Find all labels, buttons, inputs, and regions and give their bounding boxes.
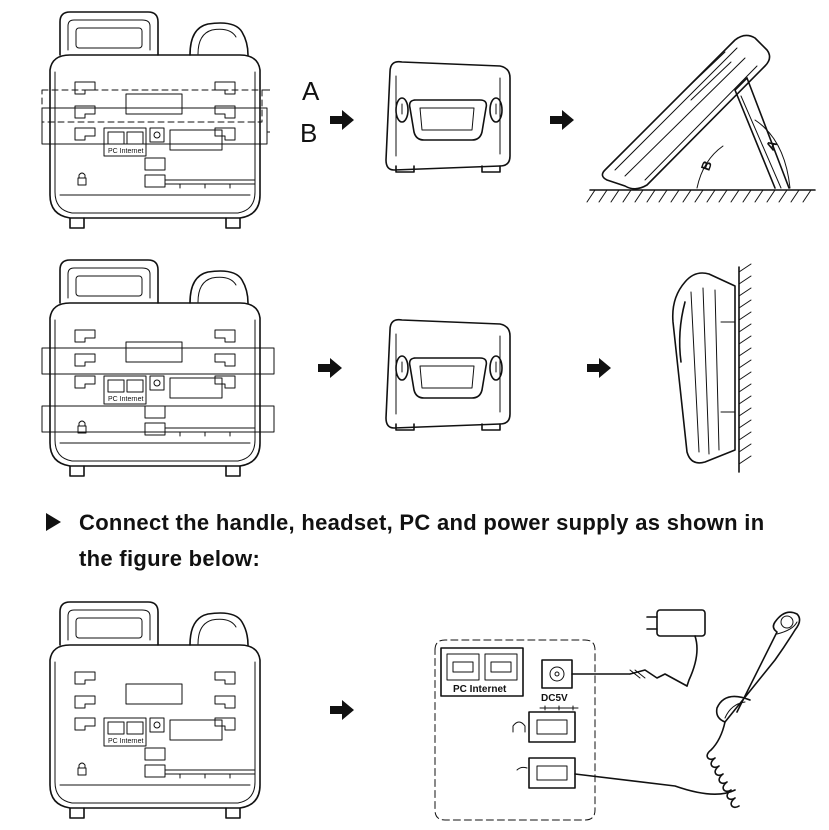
phone-desk-mounted-figure: B A [586,34,816,203]
phone-back-figure-top [41,11,270,229]
label-a: A [302,76,320,106]
phone-wall-mounted-figure [671,263,752,473]
instruction-text: Connect the handle, headset, PC and powe… [46,505,806,577]
dc5v-label: DC5V [541,693,568,704]
power-adapter-icon [646,609,706,687]
angle-a-label: A [763,137,781,153]
handset-icon [715,611,801,723]
bullet-triangle-icon [46,513,61,531]
arrow-right-icon [330,110,354,130]
arrow-right-icon [318,358,342,378]
phone-back-figure-bottom [49,601,261,819]
pc-internet-label: PC Internet [453,684,507,695]
desk-stand-figure [385,60,511,173]
headset-icon [512,721,526,733]
arrow-right-icon [550,110,574,130]
connection-diagram: PC Internet DC5V [434,609,801,821]
instruction-line-2: the figure below: [79,546,261,571]
phone-back-figure-middle [41,259,275,477]
instruction-line-1: Connect the handle, headset, PC and powe… [79,510,765,535]
arrow-right-icon [587,358,611,378]
label-b: B [300,118,318,148]
arrow-right-icon [330,700,354,720]
angle-b-label: B [698,159,715,173]
wall-stand-figure [385,318,511,431]
